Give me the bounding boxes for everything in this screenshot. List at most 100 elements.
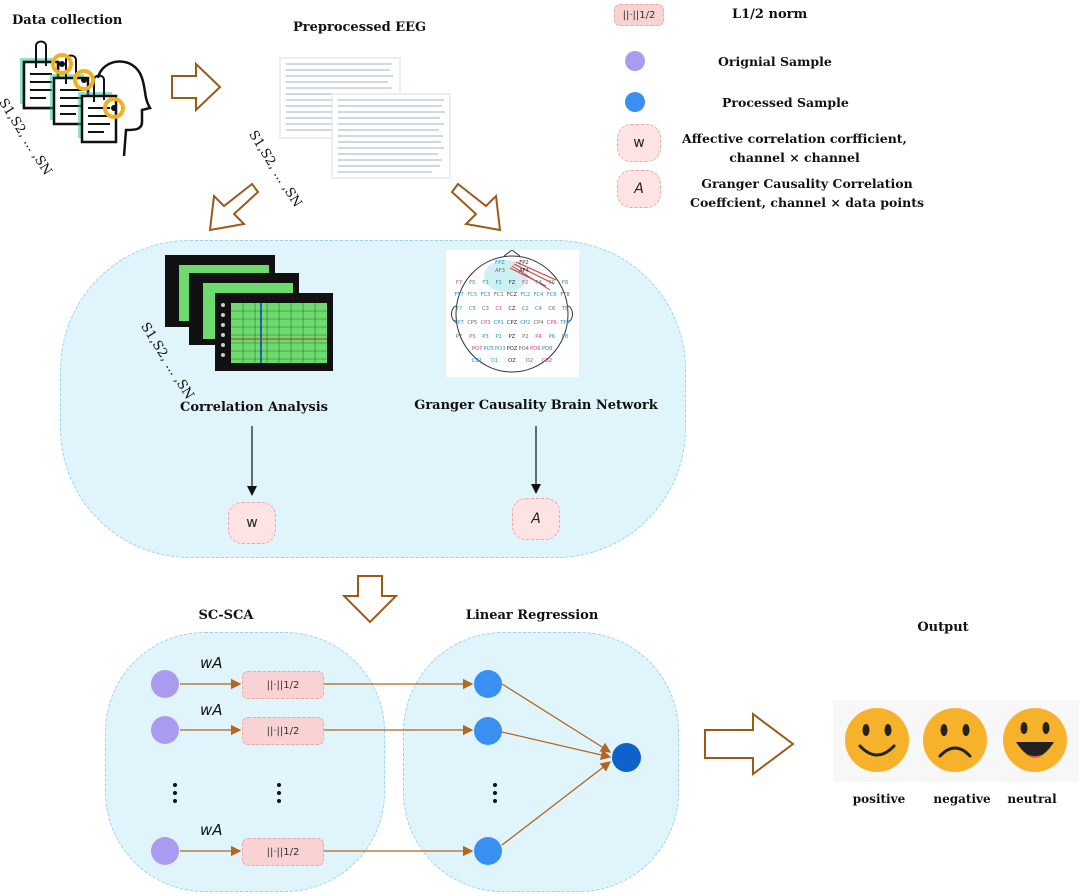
electrode-label: PO6 bbox=[530, 346, 541, 352]
electrode-label: PZ bbox=[509, 334, 516, 340]
electrode-label: O2 bbox=[526, 358, 533, 364]
flow-arrow-output-icon bbox=[704, 712, 795, 776]
electrode-label: PO5 bbox=[483, 346, 494, 352]
legend-original-sample-dot bbox=[625, 51, 645, 71]
neutral-face-icon bbox=[1003, 708, 1067, 772]
electrode-label: P1 bbox=[496, 334, 502, 340]
document-stack-icon bbox=[20, 58, 118, 144]
head-profile-icon bbox=[96, 60, 152, 157]
headphone-icon bbox=[51, 53, 125, 119]
linear-regression-title: Linear Regression bbox=[465, 608, 599, 623]
electrode-label: C5 bbox=[469, 306, 476, 312]
electrode-label: CP4 bbox=[533, 320, 544, 326]
electrode-label: C3 bbox=[482, 306, 489, 312]
electrode-label: CP6 bbox=[547, 320, 557, 326]
regression-output-node bbox=[612, 743, 641, 772]
electrode-label: AF3 bbox=[495, 268, 505, 274]
ellipsis-norms bbox=[274, 782, 284, 804]
output-label-negative: negative bbox=[933, 792, 991, 806]
electrode-label: FC2 bbox=[520, 292, 530, 298]
negative-face-icon bbox=[923, 708, 987, 772]
granger-to-a-arrow bbox=[531, 426, 541, 494]
original-sample-node bbox=[151, 670, 179, 698]
electrode-label: PO8 bbox=[542, 346, 553, 352]
electrode-label: TP7 bbox=[453, 320, 464, 326]
a-output-bubble: A bbox=[512, 498, 560, 540]
electrode-label: CZ bbox=[508, 306, 516, 312]
original-sample-node bbox=[151, 837, 179, 865]
granger-brain-network-label: Granger Causality Brain Network bbox=[414, 398, 658, 413]
electrode-label: FC4 bbox=[534, 292, 545, 298]
flow-arrow-down-right-icon bbox=[450, 182, 502, 232]
electrode-label: TP8 bbox=[559, 320, 570, 326]
correlation-matrix-front bbox=[215, 293, 333, 371]
norm-box: ||·||1/2 bbox=[242, 671, 324, 699]
electrode-label: POZ bbox=[507, 346, 518, 352]
electrode-label: P7 bbox=[456, 334, 462, 340]
electrode-label: PO4 bbox=[518, 346, 529, 352]
legend-original-sample-label: Orignial Sample bbox=[718, 54, 832, 69]
data-collection-title: Data collection bbox=[12, 13, 123, 28]
correlation-to-w-arrow bbox=[247, 426, 257, 496]
electrode-label: CP2 bbox=[520, 320, 530, 326]
ellipsis-processed bbox=[490, 782, 500, 804]
electrode-label: F4 bbox=[535, 280, 542, 286]
positive-face-icon bbox=[845, 708, 909, 772]
electrode-label: P8 bbox=[562, 334, 568, 340]
electrode-label: FC5 bbox=[467, 292, 477, 298]
w-output-bubble: w bbox=[228, 502, 276, 544]
data-collection-icon bbox=[20, 40, 152, 157]
electrode-label: CP1 bbox=[494, 320, 504, 326]
electrode-label: FCZ bbox=[507, 292, 518, 298]
legend-processed-sample-label: Processed Sample bbox=[722, 95, 849, 110]
legend-w-text: Affective correlation corfficient, chann… bbox=[682, 129, 907, 167]
electrode-label: F6 bbox=[549, 280, 555, 286]
processed-sample-node bbox=[474, 717, 502, 745]
wa-label: wA bbox=[200, 821, 223, 839]
electrode-label: FC1 bbox=[494, 292, 504, 298]
electrode-label: FZ bbox=[509, 280, 516, 286]
electrode-label: CB1 bbox=[472, 358, 482, 364]
electrode-label: C2 bbox=[522, 306, 529, 312]
flow-arrow-down-left-icon bbox=[208, 182, 260, 232]
legend-norm-label: L1/2 norm bbox=[732, 7, 808, 22]
electrode-label: FT7 bbox=[454, 292, 463, 298]
output-label-neutral: neutral bbox=[1007, 792, 1057, 806]
legend-a-line2: Coeffcient, channel × data points bbox=[690, 195, 925, 210]
ellipsis-samples bbox=[170, 782, 180, 804]
legend-w-line2: channel × channel bbox=[729, 150, 860, 165]
electrode-label: T8 bbox=[561, 306, 568, 312]
electrode-label: OZ bbox=[508, 358, 516, 364]
electrode-label: F8 bbox=[562, 280, 568, 286]
flow-arrow-right-icon bbox=[171, 62, 222, 112]
legend-a-text: Granger Causality Correlation Coeffcient… bbox=[690, 174, 924, 212]
electrode-label: F3 bbox=[482, 280, 488, 286]
electrode-label: F1 bbox=[496, 280, 502, 286]
electrode-label: FPZ bbox=[495, 260, 505, 266]
legend-norm-symbol: ||·||1/2 bbox=[614, 4, 664, 26]
electrode-label: FC3 bbox=[481, 292, 491, 298]
electrode-label: P2 bbox=[522, 334, 528, 340]
electrode-label: O1 bbox=[491, 358, 498, 364]
electrode-label: P3 bbox=[482, 334, 488, 340]
correlation-matrix-stack-image bbox=[165, 255, 333, 371]
electrode-label: PO7 bbox=[472, 346, 483, 352]
electrode-label: FT8 bbox=[560, 292, 569, 298]
preprocessed-eeg-image bbox=[279, 57, 451, 179]
electrode-label: P5 bbox=[469, 334, 475, 340]
legend-processed-sample-dot bbox=[625, 92, 645, 112]
sc-sca-title: SC-SCA bbox=[198, 608, 254, 623]
electrode-label: AF4 bbox=[519, 268, 530, 274]
electrode-label: CB2 bbox=[542, 358, 552, 364]
legend-w-symbol: w bbox=[617, 124, 661, 162]
electrode-label: F5 bbox=[469, 280, 475, 286]
electrode-label: CPZ bbox=[507, 320, 518, 326]
electrode-label: C1 bbox=[495, 306, 502, 312]
electrode-label: F7 bbox=[456, 280, 462, 286]
processed-sample-node bbox=[474, 837, 502, 865]
analysis-panel bbox=[60, 240, 686, 558]
electrode-label: C4 bbox=[535, 306, 543, 312]
